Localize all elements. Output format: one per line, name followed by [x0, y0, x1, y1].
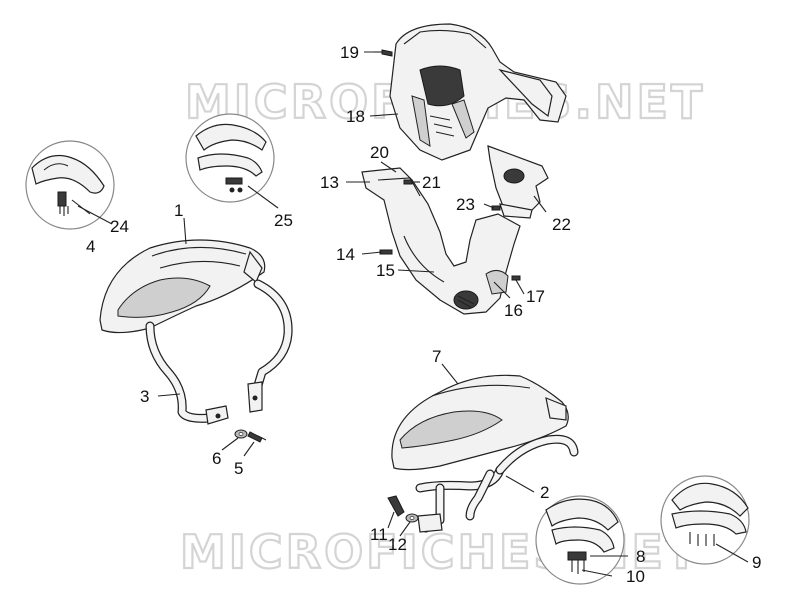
- callout-22: 22: [552, 215, 571, 234]
- callout-5: 5: [234, 459, 243, 478]
- callout-9: 9: [752, 553, 761, 572]
- detail-circle-24: [25, 140, 115, 230]
- callout-20: 20: [370, 143, 389, 162]
- duct-part-20: [361, 167, 521, 315]
- callout-10: 10: [626, 567, 645, 586]
- screw-part-23: [491, 205, 501, 211]
- callout-2: 2: [540, 483, 549, 502]
- washer-part-12: [405, 513, 419, 523]
- callout-24: 24: [110, 217, 129, 236]
- rear-bracket-part-2: [415, 434, 579, 533]
- front-mudguard-part-1: [99, 239, 266, 334]
- callout-3: 3: [140, 387, 149, 406]
- screw-part-21: [403, 179, 413, 185]
- screw-part-19: [374, 49, 393, 57]
- callout-1: 1: [174, 201, 183, 220]
- callout-11: 11: [370, 525, 388, 544]
- callout-16: 16: [504, 301, 523, 320]
- callout-6: 6: [212, 449, 221, 468]
- callout-25: 25: [274, 211, 293, 230]
- detail-circle-9: [660, 475, 750, 565]
- front-bracket-part-3: [145, 279, 293, 425]
- callout-13: 13: [320, 173, 339, 192]
- callout-4: 4: [86, 237, 95, 256]
- callout-15: 15: [376, 261, 395, 280]
- leader-lines: [71, 51, 749, 577]
- bolt-part-5: [247, 431, 267, 443]
- callout-12: 12: [388, 535, 407, 554]
- detail-circle-25: [185, 113, 275, 203]
- washer-part-6: [234, 429, 248, 439]
- screw-part-17: [511, 275, 521, 281]
- callout-23: 23: [456, 195, 475, 214]
- rear-mudguard-part-7: [391, 374, 569, 471]
- callout-7: 7: [432, 347, 441, 366]
- callout-17: 17: [526, 287, 545, 306]
- bolt-part-11: [387, 495, 405, 517]
- callout-19: 19: [340, 43, 359, 62]
- detail-circle-8-10: [535, 495, 625, 585]
- callout-8: 8: [636, 547, 645, 566]
- bracket-plate-part-22: [487, 145, 549, 219]
- callout-18: 18: [346, 107, 365, 126]
- callout-14: 14: [336, 245, 355, 264]
- callout-21: 21: [422, 173, 441, 192]
- grab-handle-part-18: [389, 23, 567, 161]
